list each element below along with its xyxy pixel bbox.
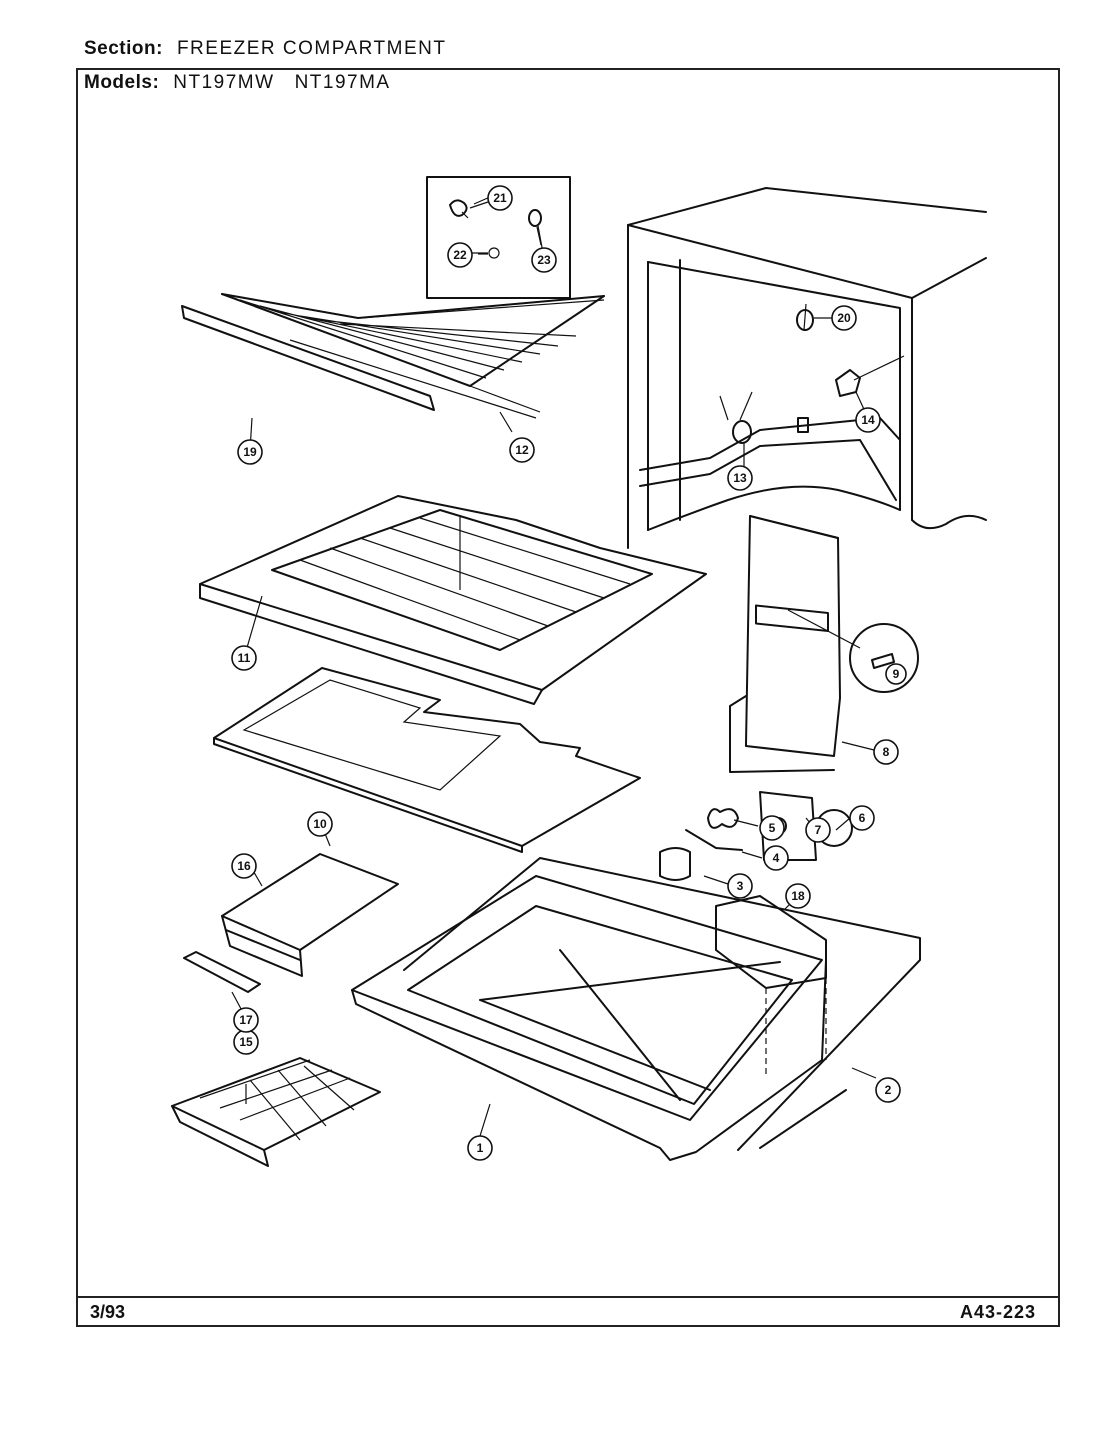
callout-23: 23 — [531, 247, 557, 273]
callout-11: 11 — [231, 645, 257, 671]
svg-text:23: 23 — [537, 253, 551, 267]
svg-text:12: 12 — [515, 443, 529, 457]
models-label: Models: — [84, 72, 160, 93]
section-title: FREEZER COMPARTMENT — [176, 38, 447, 59]
model-number-2: NT197MA — [294, 72, 391, 93]
callout-2: 2 — [875, 1077, 901, 1103]
section-label: Section: — [84, 38, 163, 59]
callout-20: 20 — [831, 305, 857, 331]
callout-6: 6 — [849, 805, 875, 831]
small-parts-inset — [426, 176, 571, 299]
callout-7: 7 — [805, 817, 831, 843]
callout-12: 12 — [509, 437, 535, 463]
svg-text:13: 13 — [733, 471, 747, 485]
callout-1: 1 — [467, 1135, 493, 1161]
svg-text:22: 22 — [453, 248, 467, 262]
svg-text:3: 3 — [737, 879, 744, 893]
svg-text:19: 19 — [243, 445, 257, 459]
svg-text:7: 7 — [815, 823, 822, 837]
document-code: A43-223 — [959, 1302, 1036, 1322]
footer-divider — [76, 1296, 1060, 1298]
revision-date: 3/93 — [90, 1302, 126, 1322]
svg-text:1: 1 — [477, 1141, 484, 1155]
svg-text:5: 5 — [769, 821, 776, 835]
callout-5: 5 — [759, 815, 785, 841]
svg-text:17: 17 — [239, 1013, 253, 1027]
callout-15: 15 — [233, 1029, 259, 1055]
model-number-1: NT197MW — [173, 72, 275, 93]
wire-shelf — [181, 293, 605, 419]
svg-text:10: 10 — [313, 817, 327, 831]
callout-14: 14 — [855, 407, 881, 433]
shelf-divider — [183, 951, 261, 993]
callout-10: 10 — [307, 811, 333, 837]
callout-8: 8 — [873, 739, 899, 765]
callout-17: 17 — [233, 1007, 259, 1033]
svg-text:9: 9 — [893, 667, 900, 681]
svg-text:11: 11 — [238, 651, 251, 665]
freezer-cabinet — [627, 187, 987, 549]
svg-text:14: 14 — [861, 413, 875, 427]
crisper-cover — [213, 667, 641, 853]
callout-18: 18 — [785, 883, 811, 909]
callout-21: 21 — [487, 185, 513, 211]
ice-tray — [171, 1057, 381, 1167]
svg-text:2: 2 — [885, 1083, 892, 1097]
section-heading: Section: FREEZER COMPARTMENT — [84, 38, 446, 60]
svg-text:16: 16 — [237, 859, 251, 873]
svg-text:4: 4 — [773, 851, 780, 865]
svg-text:20: 20 — [837, 311, 851, 325]
callout-4: 4 — [763, 845, 789, 871]
models-heading: Models: NT197MW NT197MA — [84, 72, 391, 94]
shelf-frame — [199, 495, 707, 705]
svg-text:15: 15 — [239, 1035, 253, 1049]
callout-3: 3 — [727, 873, 753, 899]
svg-text:21: 21 — [493, 191, 507, 205]
svg-text:8: 8 — [883, 745, 890, 759]
evaporator-tray — [351, 857, 921, 1161]
callout-9: 9 — [885, 663, 907, 685]
svg-text:18: 18 — [791, 889, 805, 903]
evaporator-cover — [729, 515, 919, 773]
callout-13: 13 — [727, 465, 753, 491]
svg-text:6: 6 — [859, 811, 866, 825]
callout-16: 16 — [231, 853, 257, 879]
callout-22: 22 — [447, 242, 473, 268]
diagram-frame — [76, 68, 1060, 1327]
crisper-pan — [221, 853, 399, 977]
callout-19: 19 — [237, 439, 263, 465]
